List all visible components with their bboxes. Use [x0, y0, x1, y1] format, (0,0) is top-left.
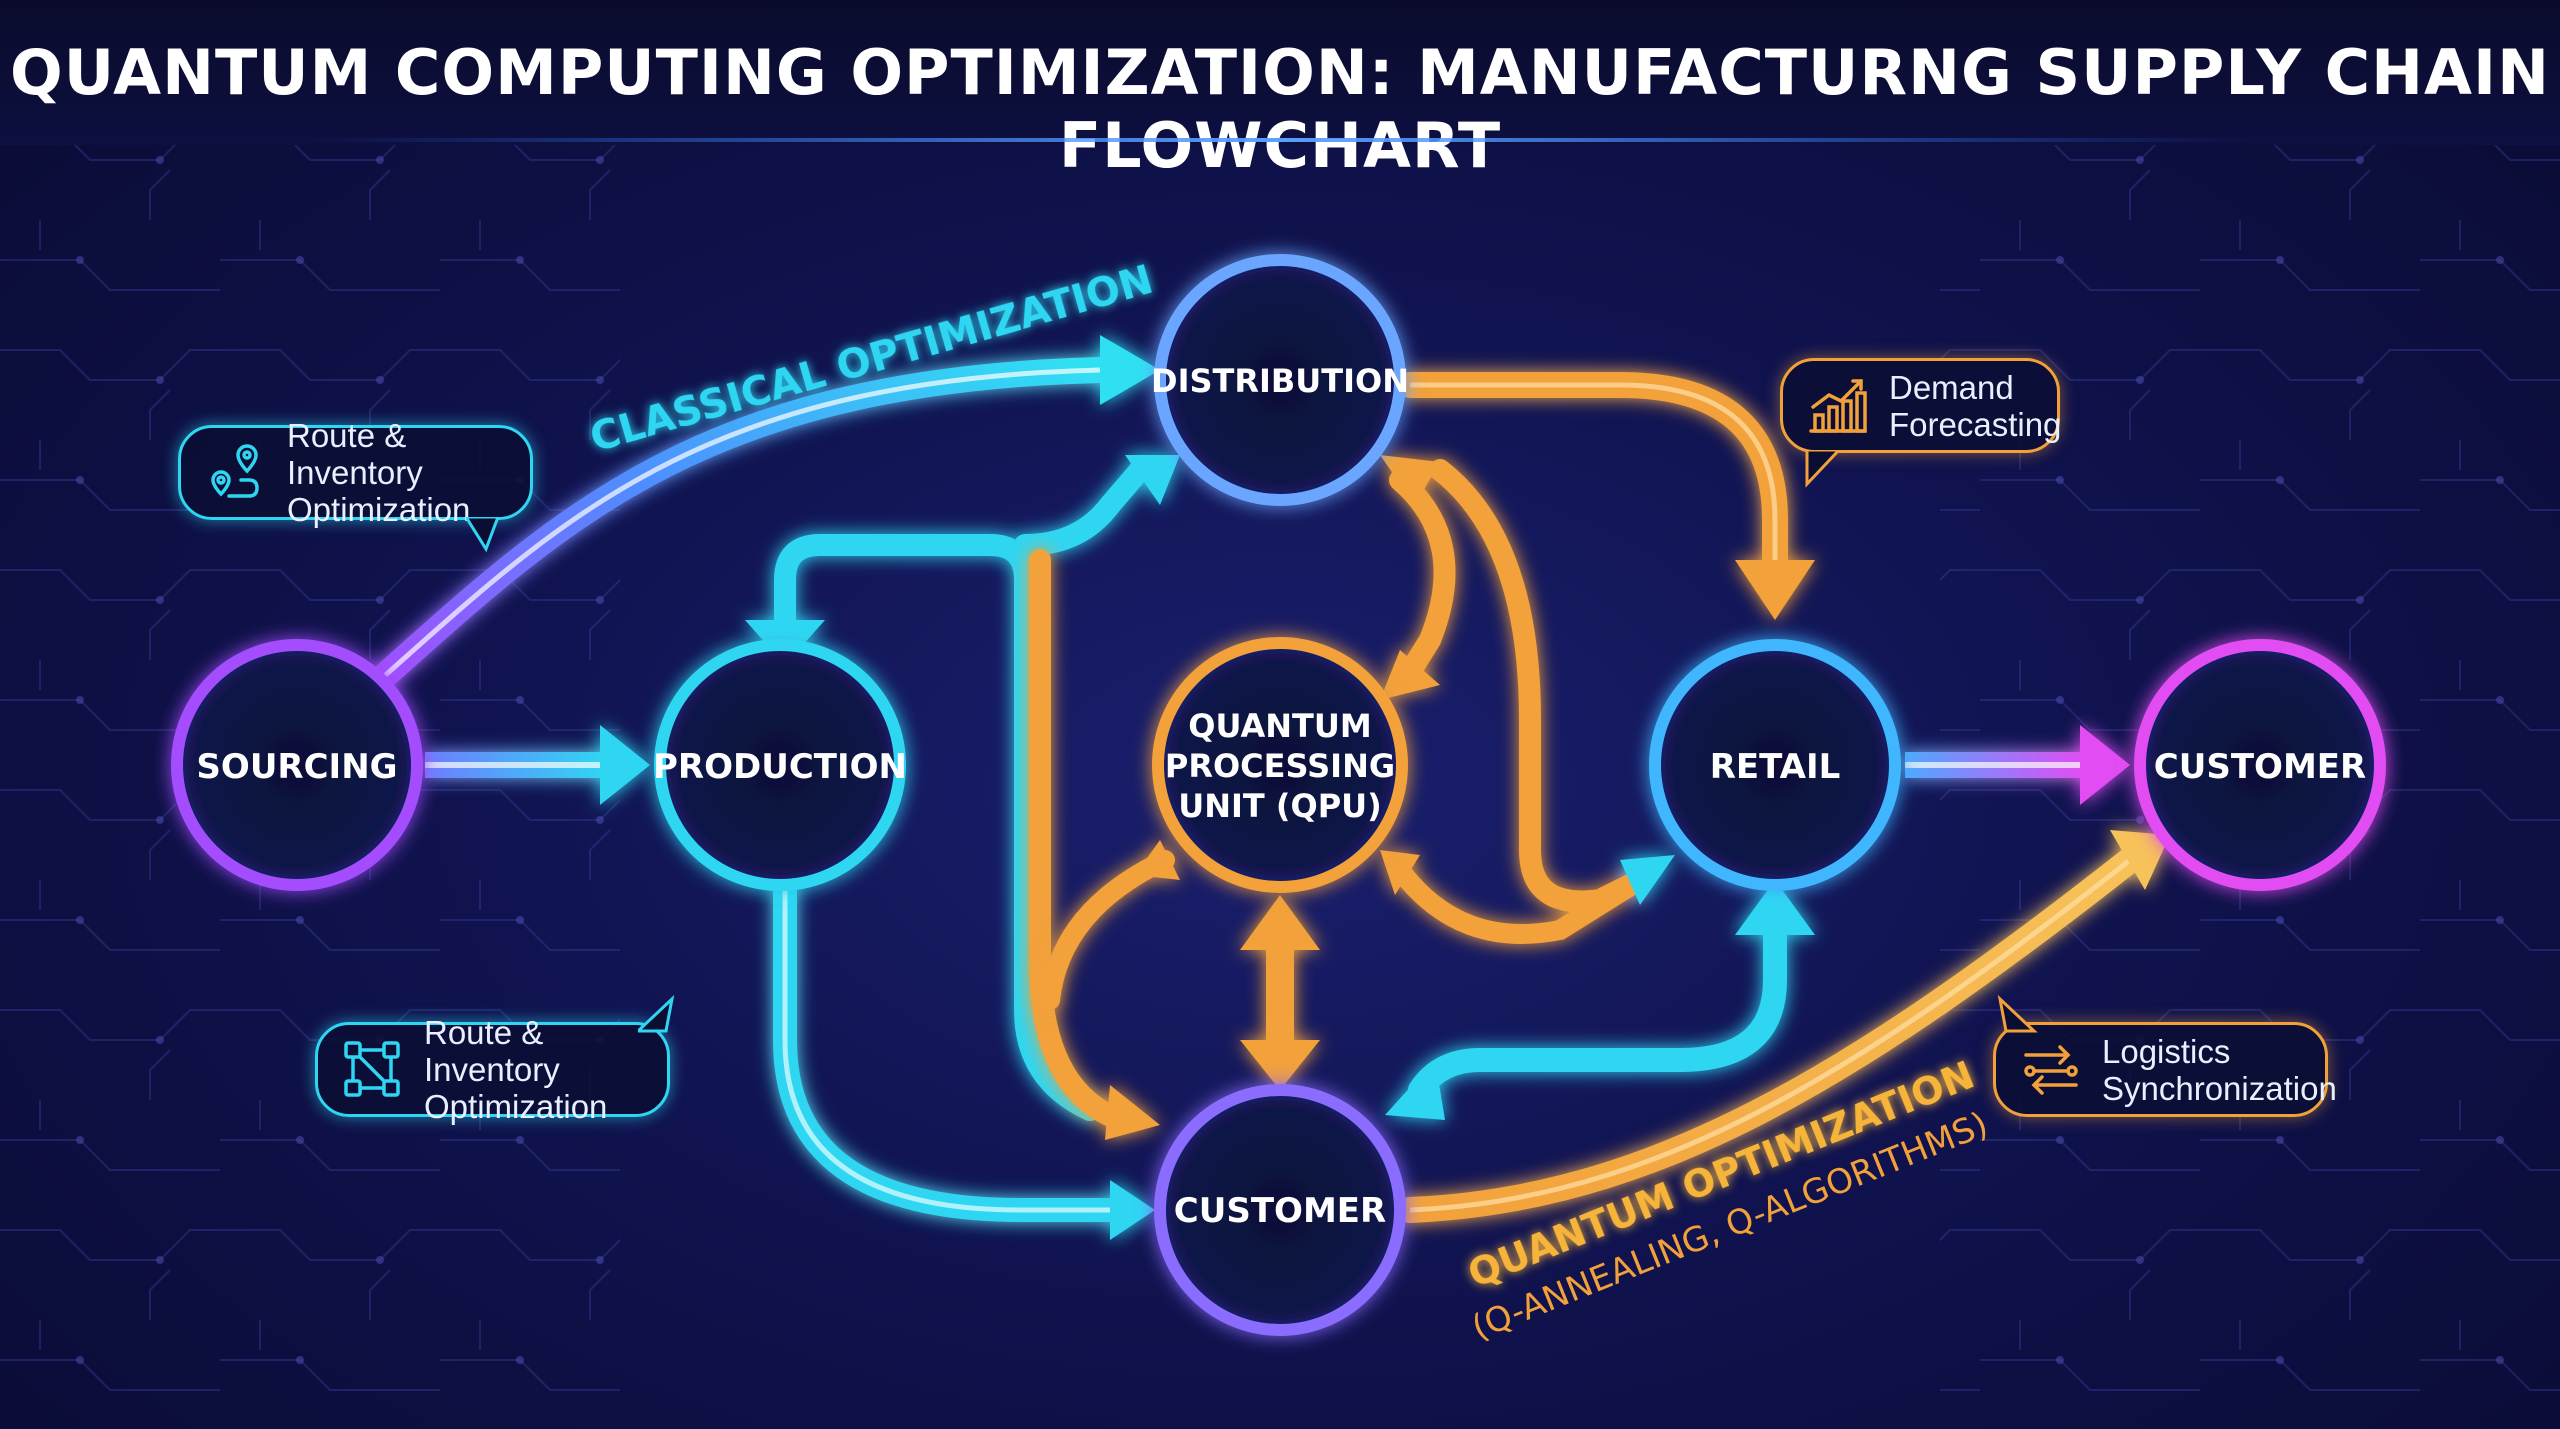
node-sourcing-ring [171, 639, 423, 891]
arrow-production-to-customer [773, 868, 1155, 1240]
callout-tail [638, 995, 675, 1033]
callout-route-inventory-bottom-line2: Optimization [424, 1088, 608, 1125]
arrow-qpu-distribution-retail-exchange [1380, 455, 1675, 944]
node-sourcing: SOURCING [171, 639, 423, 891]
node-retail-ring [1649, 639, 1901, 891]
node-distribution-ring [1154, 254, 1406, 506]
node-sourcing-label: SOURCING [196, 747, 397, 787]
arrow-qpu-customer-bidirectional [1240, 895, 1320, 1090]
arrow-sourcing-to-distribution [367, 335, 1160, 693]
node-retail: RETAIL [1649, 639, 1901, 891]
callout-route-inventory-bottom: Route & Inventory Optimization [315, 995, 675, 1125]
arrow-retail-to-customer-right [1905, 725, 2130, 805]
callout-demand-forecasting: Demand Forecasting [1780, 358, 2061, 488]
arrow-distribution-to-customer [1029, 549, 1160, 1140]
callout-logistics-synchronization-line1: Logistics [2102, 1032, 2231, 1070]
callout-logistics-synchronization-line2: Synchronization [2102, 1069, 2337, 1107]
arrow-production-distribution-loop [745, 455, 1180, 1121]
callout-demand-forecasting-text: Demand Forecasting [1889, 369, 2061, 443]
node-qpu-ring [1152, 637, 1408, 893]
title-bar: QUANTUM COMPUTING OPTIMIZATION: MANUFACT… [0, 0, 2560, 182]
network-route-icon [344, 1040, 400, 1097]
node-customer-center-label: CUSTOMER [1174, 1191, 1386, 1231]
callout-tail [1805, 450, 1842, 488]
callout-route-inventory-top-line1: Route & Inventory [287, 417, 423, 491]
title-underline [300, 138, 2260, 142]
node-retail-label: RETAIL [1710, 747, 1841, 787]
node-qpu-label-line2: PROCESSING [1165, 747, 1395, 785]
arrow-distribution-to-retail [1397, 372, 1815, 620]
arrow-sourcing-to-production [425, 725, 650, 805]
page-title: QUANTUM COMPUTING OPTIMIZATION: MANUFACT… [10, 36, 2550, 182]
node-qpu-label-line3: UNIT (QPU) [1178, 787, 1382, 825]
callout-logistics-synchronization: Logistics Synchronization [1993, 995, 2337, 1117]
arrow-retail-to-customer-center [1385, 880, 1815, 1120]
node-customer-center-ring [1154, 1084, 1406, 1336]
node-distribution-label: DISTRIBUTION [1151, 362, 1409, 400]
node-qpu: QUANTUM PROCESSING UNIT (QPU) [1152, 637, 1408, 893]
node-qpu-label-line1: QUANTUM [1188, 707, 1371, 745]
callout-tail [466, 517, 500, 553]
node-customer-right-label: CUSTOMER [2154, 747, 2366, 787]
sync-route-icon [2024, 1044, 2078, 1095]
bar-chart-trend-icon [1809, 378, 1867, 433]
map-pin-route-icon [211, 443, 259, 498]
node-production-ring [654, 639, 906, 891]
arrow-qpu-to-customer-left [1040, 840, 1180, 1010]
node-production-label: PRODUCTION [653, 747, 907, 787]
callout-route-inventory-bottom-line1: Route & Inventory [424, 1014, 560, 1088]
callout-tail [1997, 995, 2038, 1033]
callout-route-inventory-top: Route & Inventory Optimization [178, 417, 533, 553]
node-customer-right-ring [2134, 639, 2386, 891]
callout-logistics-synchronization-text: Logistics Synchronization [2102, 1033, 2337, 1107]
callout-route-inventory-top-line2: Optimization [287, 491, 471, 528]
node-customer-right: CUSTOMER [2134, 639, 2386, 891]
callout-route-inventory-top-text: Route & Inventory Optimization [287, 417, 530, 528]
node-customer-center: CUSTOMER [1154, 1084, 1406, 1336]
callout-demand-forecasting-line1: Demand [1889, 368, 2014, 406]
callout-route-inventory-bottom-text: Route & Inventory Optimization [424, 1014, 667, 1125]
callout-demand-forecasting-line2: Forecasting [1889, 405, 2062, 443]
arrow-quantum-optimization [1397, 830, 2170, 1223]
node-distribution: DISTRIBUTION [1151, 254, 1409, 506]
node-production: PRODUCTION [653, 639, 907, 891]
